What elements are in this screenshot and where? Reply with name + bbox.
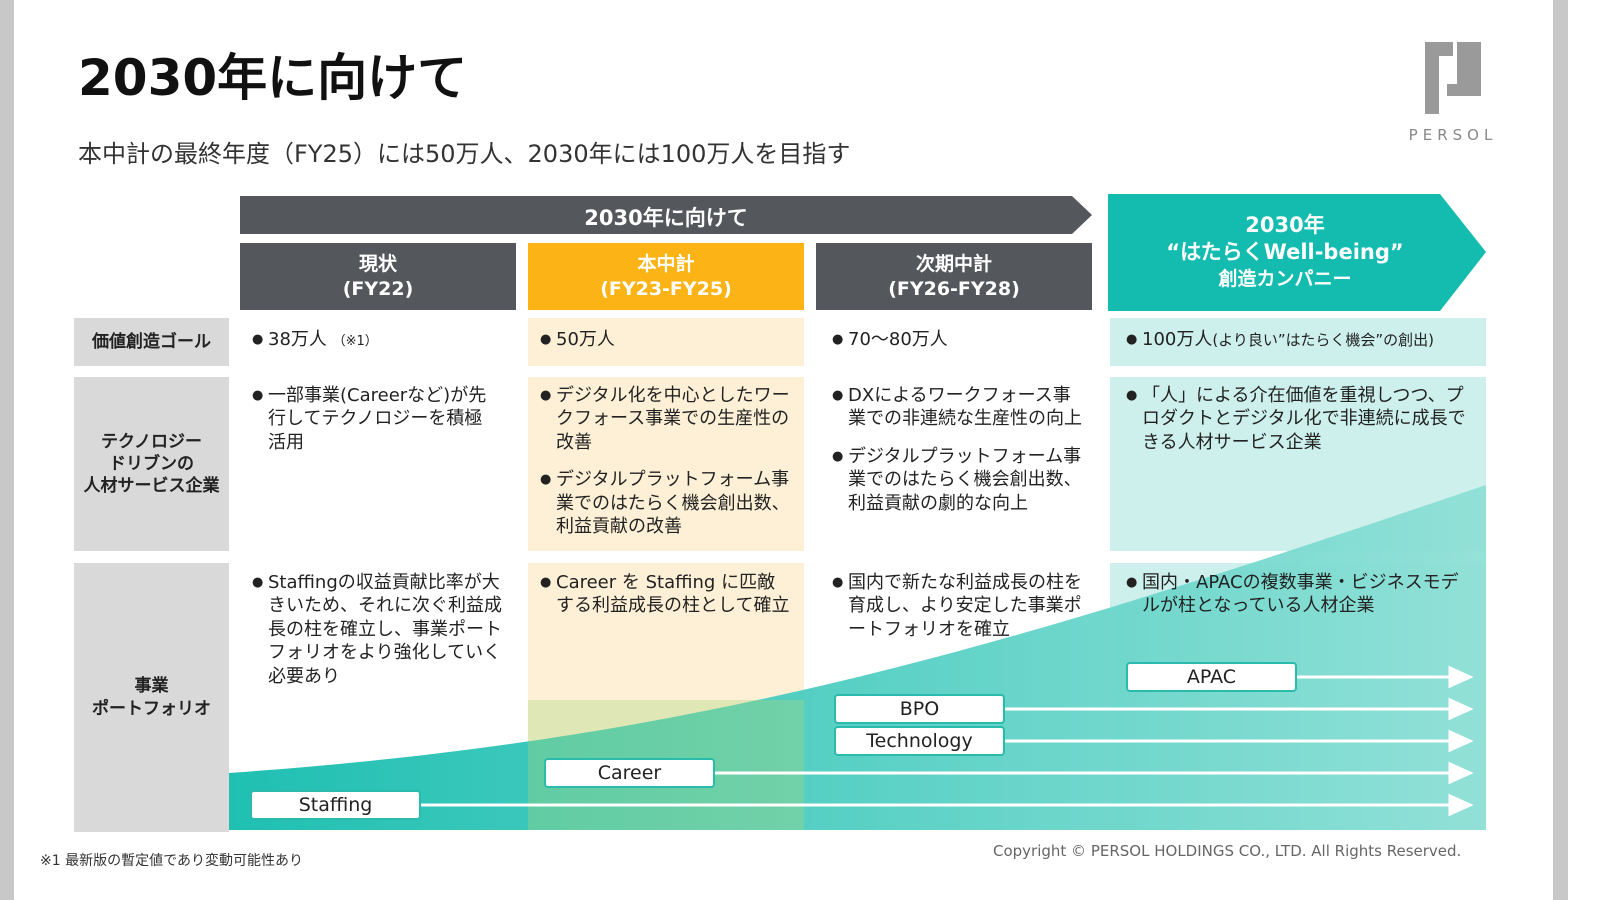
row-label-portfolio: 事業 ポートフォリオ	[74, 563, 229, 832]
tech-fy25: デジタル化を中心としたワークフォース事業での生産性の改善デジタルプラットフォーム…	[528, 374, 804, 552]
copyright: Copyright © PERSOL HOLDINGS CO., LTD. Al…	[993, 842, 1462, 860]
col-header-fy22: 現状(FY22)	[240, 243, 516, 310]
timeline-band: 2030年に向けて	[240, 196, 1092, 234]
goal-fy22: 38万人 （※1）	[240, 318, 516, 365]
portfolio-fy25: Career を Staffing に匹敵する利益成長の柱として確立	[528, 561, 804, 632]
row-label-goal: 価値創造ゴール	[74, 318, 229, 366]
row-label-tech: テクノロジー ドリブンの 人材サービス企業	[74, 377, 229, 551]
business-career: Career	[544, 758, 715, 788]
right-edge	[1553, 0, 1568, 900]
tech-fy28: DXによるワークフォース事業での非連続な生産性の向上デジタルプラットフォーム事業…	[820, 374, 1096, 529]
business-staffing: Staffing	[250, 790, 421, 820]
page-title: 2030年に向けて	[78, 49, 468, 107]
persol-logo-icon	[1425, 42, 1481, 114]
goal-2030: 100万人(より良い”はたらく機会”の創出)	[1114, 318, 1490, 365]
goal-fy25: 50万人	[528, 318, 804, 365]
tech-fy22: 一部事業(Careerなど)が先行してテクノロジーを積極活用	[240, 374, 510, 468]
business-apac: APAC	[1126, 662, 1297, 692]
portfolio-2030: 国内・APACの複数事業・ビジネスモデルが柱となっている人材企業	[1114, 561, 1484, 632]
footnote: ※1 最新版の暫定値であり変動可能性あり	[40, 853, 303, 869]
portfolio-fy22: Staffingの収益貢献比率が大きいため、それに次ぐ利益成長の柱を確立し、事業…	[240, 561, 516, 702]
portfolio-fy28: 国内で新たな利益成長の柱を育成し、より安定した事業ポートフォリオを確立	[820, 561, 1096, 655]
subtitle: 本中計の最終年度（FY25）には50万人、2030年には100万人を目指す	[78, 140, 851, 168]
col-header-fy26-28: 次期中計(FY26-FY28)	[816, 243, 1092, 310]
logo-text: PERSOL	[1408, 126, 1498, 144]
business-bpo: BPO	[834, 694, 1005, 724]
persol-logo: PERSOL	[1408, 40, 1498, 144]
goal-fy28: 70～80万人	[820, 318, 1096, 365]
col-header-fy23-25: 本中計(FY23-FY25)	[528, 243, 804, 310]
col-header-2030: 2030年“はたらくWell-being”創造カンパニー	[1108, 194, 1488, 311]
business-technology: Technology	[834, 726, 1005, 756]
tech-2030: 「人」による介在価値を重視しつつ、プロダクトとデジタル化で非連続に成長できる人材…	[1114, 374, 1484, 468]
left-edge	[0, 0, 14, 900]
band-label: 2030年に向けて	[584, 206, 748, 230]
